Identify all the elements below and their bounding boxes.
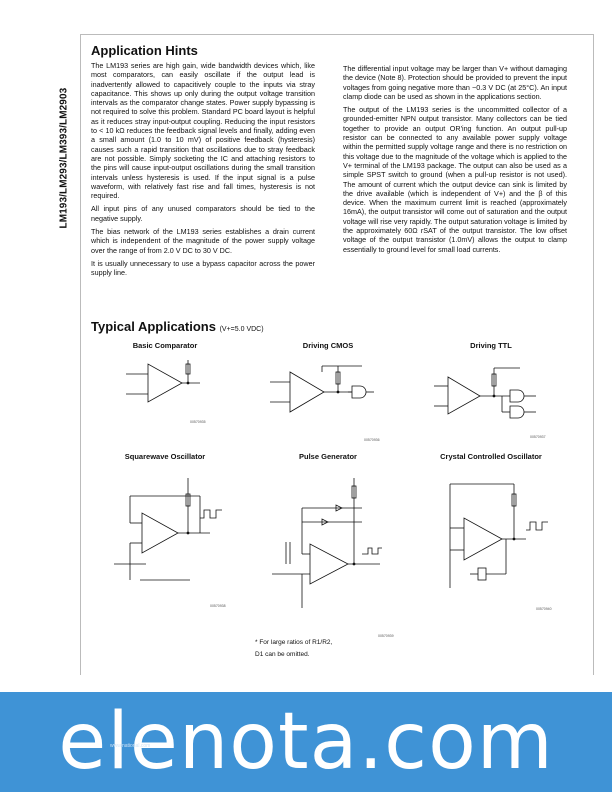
squarewave-oscillator-schematic [114,478,222,581]
hints-right-column: The differential input voltage may be la… [343,64,567,258]
watermark-banner [0,692,612,792]
footnote-line: D1 can be omitted. [255,651,310,658]
side-title: LM193/LM293/LM393/LM2903 [57,40,71,240]
driving-ttl-schematic [434,367,536,419]
fig-number: 00570937 [530,435,546,439]
hints-paragraph: The output of the LM193 series is the un… [343,105,567,254]
fig-number: 00570935 [190,420,206,424]
hints-paragraph: The bias network of the LM193 series est… [91,227,315,255]
basic-comparator-schematic [126,360,200,403]
fig-number: 00570939 [378,634,394,638]
footnote: * For large ratios of R1/R2, D1 can be o… [255,637,332,661]
fig-number: 00570940 [536,607,552,611]
crystal-oscillator-schematic [449,483,548,588]
hints-paragraph: The LM193 series are high gain, wide ban… [91,61,315,201]
hints-paragraph: The differential input voltage may be la… [343,64,567,101]
circuit-title-pulse-generator: Pulse Generator [299,452,357,461]
hints-paragraph: It is usually unnecessary to use a bypas… [91,258,315,278]
content-frame [80,34,594,675]
driving-cmos-schematic [270,365,374,413]
fig-number: 00570936 [364,438,380,442]
typical-title: Typical Applications [91,319,216,334]
fig-number: 00570938 [210,604,226,608]
circuit-title-squarewave-oscillator: Squarewave Oscillator [124,452,206,461]
circuit-title-crystal-oscillator: Crystal Controlled Oscillator [440,452,542,461]
application-hints-heading: Application Hints [91,43,198,58]
footnote-line: * For large ratios of R1/R2, [255,639,333,646]
hints-left-column: The LM193 series are high gain, wide ban… [91,61,315,282]
circuit-title-basic-comparator: Basic Comparator [132,341,198,350]
page-footer: www.national.com [110,743,151,749]
pulse-generator-schematic [272,478,382,608]
watermark-logo: elenota.com [58,697,554,787]
side-title-text: LM193/LM293/LM393/LM2903 [58,87,70,229]
circuit-title-driving-ttl: Driving TTL [470,341,512,350]
typical-subtitle: (V+=5.0 VDC) [219,326,264,333]
typical-applications-heading: Typical Applications (V+=5.0 VDC) [91,319,264,334]
circuit-title-driving-cmos: Driving CMOS [302,341,354,350]
hints-paragraph: All input pins of any unused comparators… [91,204,315,223]
